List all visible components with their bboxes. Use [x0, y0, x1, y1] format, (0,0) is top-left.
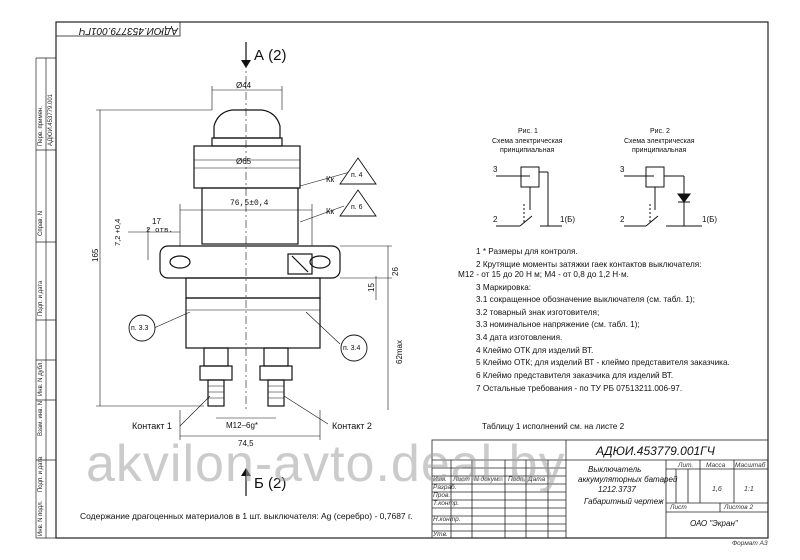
note-3-4: 3.4 дата изготовления.	[476, 333, 563, 342]
titleblock-massa: Масса	[706, 462, 726, 469]
fig1-sub2: принципиальная	[500, 147, 555, 154]
titleblock-row-list: Лист	[453, 476, 470, 483]
titleblock-row-izm: Изм.	[433, 476, 447, 483]
titleblock-role-prov: Пров.	[433, 492, 451, 499]
titleblock-lit: Лит.	[678, 462, 694, 469]
fig1-n3: 3	[493, 165, 498, 174]
view-label-top: А (2)	[254, 47, 287, 64]
precious-metals-note: Содержание драгоценных материалов в 1 шт…	[80, 511, 413, 521]
callout-shapes	[128, 157, 377, 362]
dim-17: 17	[152, 217, 161, 226]
dim-kk2: Кк	[326, 207, 335, 216]
titleblock-role-utv: Утв.	[433, 531, 448, 538]
titleblock-name-3: 1212.3737	[598, 485, 636, 494]
titleblock-list: Лист	[670, 504, 687, 511]
table-reference: Таблицу 1 исполнений см. на листе 2	[482, 422, 625, 431]
note-3-3: 3.3 номинальное напряжение (см. табл. 1)…	[476, 320, 640, 329]
note-4: 4 Клеймо ОТК для изделий ВТ.	[476, 346, 594, 355]
titleblock-mass-value: 1,6	[712, 486, 722, 493]
format-label: Формат A3	[732, 540, 768, 547]
fig1-schematic	[496, 166, 562, 227]
side-stamp-code: АДЮИ.453779.001	[48, 93, 54, 146]
fig2-title: Рис. 2	[650, 128, 670, 135]
titleblock-row-ndok: N докум.	[474, 476, 501, 483]
side-stamp-dubl: Инв. N дубл.	[38, 360, 44, 396]
callout-p33: п. 3.3	[131, 325, 149, 332]
dim-15: 15	[367, 283, 376, 292]
dimension-lines	[96, 86, 392, 440]
view-label-bottom: Б (2)	[254, 475, 287, 492]
dim-745: 74,5	[238, 439, 254, 448]
note-2b: M12 - от 15 до 20 Н м; M4 - от 0,8 до 1,…	[458, 270, 629, 279]
titleblock-listov: Листов 2	[724, 504, 754, 511]
note-1: 1 * Размеры для контроля.	[476, 247, 578, 256]
titleblock-row-data: Дата	[528, 476, 546, 483]
note-3-1: 3.1 сокращенное обозначение выключателя …	[476, 295, 695, 304]
titleblock-role-nkontr: Н.контр.	[433, 516, 461, 523]
title-block-grid	[431, 439, 769, 539]
titleblock-code: АДЮИ.453779.001ГЧ	[596, 444, 715, 458]
fig1-sub1: Схема электрическая	[492, 138, 563, 145]
titleblock-name-2: аккумуляторных батарей	[578, 475, 678, 484]
dim-holes: 2 отв.	[146, 227, 174, 235]
side-stamp-vzam: Взам. инв. N	[38, 400, 44, 436]
side-stamp-columns	[35, 57, 56, 539]
callout-p6: п. 6	[351, 204, 363, 211]
contact-2-label: Контакт 2	[332, 421, 372, 431]
dim-kk1: Кк	[326, 175, 335, 184]
callout-p34: п. 3.4	[343, 345, 361, 352]
titleblock-row-podp: Подп.	[508, 476, 526, 483]
fig2-schematic	[624, 166, 702, 227]
sheet-frame	[55, 21, 769, 539]
titleblock-name-1: Выключатель	[588, 465, 642, 474]
note-5: 5 Клеймо ОТК; для изделий ВТ - клеймо пр…	[476, 358, 730, 367]
fig2-n3: 3	[620, 165, 625, 174]
fig1-title: Рис. 1	[518, 128, 538, 135]
rotated-code-box	[55, 21, 181, 37]
contact-1-label: Контакт 1	[132, 421, 172, 431]
side-stamp-perv: Перв. примен.	[38, 106, 44, 146]
dim-26: 26	[391, 267, 400, 276]
dim-d65: Ø65	[236, 157, 252, 166]
dim-165: 165	[91, 248, 100, 262]
fig2-sub1: Схема электрическая	[624, 138, 695, 145]
side-stamp-podl: Инв. N подл.	[38, 500, 44, 536]
dim-d44: Ø44	[236, 81, 252, 90]
titleblock-masshtab: Масштаб	[735, 462, 766, 469]
note-7: 7 Остальные требования - по ТУ РБ 075132…	[476, 384, 683, 393]
note-3: 3 Маркировка:	[476, 283, 532, 292]
fig1-n1: 1(Б)	[560, 215, 576, 224]
fig2-n2: 2	[620, 215, 625, 224]
watermark-text: akvilon-avto.deal.by	[86, 435, 566, 493]
titleblock-role-tkontr: Т.контр.	[433, 500, 460, 507]
fig2-n1: 1(Б)	[702, 215, 718, 224]
titleblock-role-razrab: Разраб.	[433, 484, 457, 491]
titleblock-scale-value: 1:1	[744, 486, 754, 493]
view-arrows	[241, 42, 251, 496]
titleblock-drawing-type: Габаритный чертеж	[584, 497, 664, 506]
dim-72: 7,2 +0,4	[113, 218, 122, 246]
dim-d76: 76,5±0,4	[230, 199, 269, 208]
callout-p4: п. 4	[351, 172, 363, 179]
note-6: 6 Клеймо представителя заказчика для изд…	[476, 371, 674, 380]
fig2-sub2: принципиальная	[632, 147, 687, 154]
side-stamp-podp2: Подп. и дата	[38, 456, 44, 492]
dim-62max: 62max	[395, 339, 404, 364]
side-stamp-sprav: Справ. N	[38, 210, 44, 236]
note-2: 2 Крутящие моменты затяжки гаек контакто…	[476, 260, 702, 269]
dim-m12: M12–6g*	[226, 421, 259, 430]
fig1-n2: 2	[493, 215, 498, 224]
side-stamp-podp1: Подп. и дата	[38, 280, 44, 316]
titleblock-org: ОАО "Экран"	[690, 519, 738, 528]
switch-drawing	[159, 60, 341, 410]
rotated-doc-code: АДЮИ.453779.001ГЧ	[79, 25, 178, 36]
note-3-2: 3.2 товарный знак изготовителя;	[476, 308, 600, 317]
